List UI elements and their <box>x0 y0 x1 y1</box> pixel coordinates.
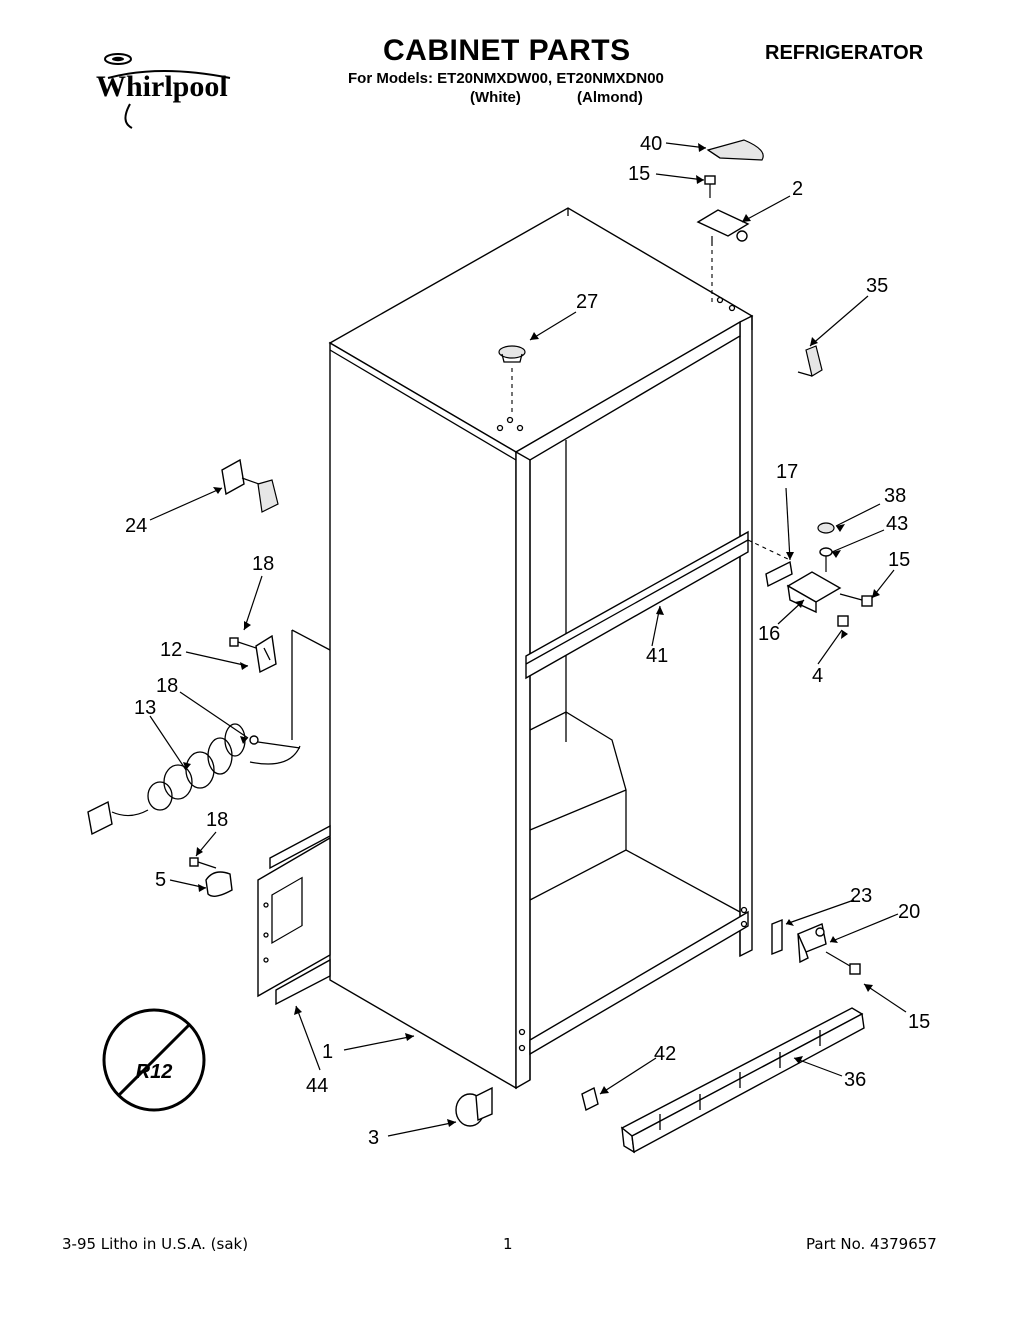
part-damper-control <box>221 458 279 513</box>
callout-18-a: 18 <box>252 553 274 575</box>
callout-18-c: 18 <box>206 809 228 831</box>
part-screw-top-hinge <box>704 175 716 198</box>
part-toe-grille <box>620 1007 865 1154</box>
callout-17: 17 <box>776 461 798 483</box>
callout-15-center: 15 <box>888 549 910 571</box>
back-panel-plate <box>257 824 331 1006</box>
callout-23: 23 <box>850 885 872 907</box>
callout-2: 2 <box>792 178 803 200</box>
callout-numbers: 40 15 2 35 27 24 17 38 43 15 18 16 41 12… <box>125 133 930 1149</box>
callout-4: 4 <box>812 665 823 687</box>
svg-text:Whirlpool: Whirlpool <box>96 70 228 103</box>
callout-13: 13 <box>134 697 156 719</box>
appliance-type: REFRIGERATOR <box>765 42 924 64</box>
callout-43: 43 <box>886 513 908 535</box>
callout-15-top: 15 <box>628 163 650 185</box>
callout-3: 3 <box>368 1127 379 1149</box>
part-cord-clamp <box>205 871 233 897</box>
part-bottom-hinge <box>797 923 827 964</box>
whirlpool-logo: Whirlpool <box>96 53 231 129</box>
footer-page-number: 1 <box>503 1235 513 1253</box>
part-top-hinge <box>696 209 750 306</box>
callout-16: 16 <box>758 623 780 645</box>
callout-24: 24 <box>125 515 147 537</box>
callout-44: 44 <box>306 1075 328 1097</box>
page-title: CABINET PARTS <box>383 34 631 67</box>
footer-print-info: 3-95 Litho in U.S.A. (sak) <box>62 1235 249 1253</box>
callout-35: 35 <box>866 275 888 297</box>
svg-text:R12: R12 <box>136 1061 173 1083</box>
variant-white: (White) <box>470 89 521 106</box>
part-power-cord <box>87 723 301 836</box>
r12-refrigerant-badge: R12 <box>102 1008 206 1112</box>
callout-40: 40 <box>640 133 662 155</box>
callout-36: 36 <box>844 1069 866 1091</box>
callout-1: 1 <box>322 1041 333 1063</box>
part-roller-assembly <box>455 1086 493 1127</box>
part-screw-5 <box>189 857 217 869</box>
part-screw-hinge <box>837 615 849 627</box>
callout-38: 38 <box>884 485 906 507</box>
part-screw-12 <box>229 637 257 649</box>
part-center-hinge <box>786 571 842 614</box>
part-grille-clip <box>581 1086 599 1112</box>
part-hinge-pin-cover <box>797 345 823 377</box>
part-screw-bottom-hinge <box>825 951 861 975</box>
part-cord-bracket <box>255 634 277 674</box>
callout-41: 41 <box>646 645 668 667</box>
leader-lines <box>149 142 907 1137</box>
callout-18-b: 18 <box>156 675 178 697</box>
model-numbers: For Models: ET20NMXDW00, ET20NMXDN00 <box>348 70 664 87</box>
part-screw-center-hinge <box>839 593 873 607</box>
part-washer <box>817 522 835 534</box>
cabinet-body <box>328 207 754 1090</box>
callout-27: 27 <box>576 291 598 313</box>
part-screw-13 <box>249 735 301 749</box>
callout-15-bottom: 15 <box>908 1011 930 1033</box>
callout-42: 42 <box>654 1043 676 1065</box>
part-bottom-hinge-shim <box>771 918 783 956</box>
footer-part-number: Part No. 4379657 <box>806 1235 937 1253</box>
callout-12: 12 <box>160 639 182 661</box>
part-plug-button <box>498 345 526 412</box>
part-hinge-cover <box>706 139 764 161</box>
variant-almond: (Almond) <box>577 89 643 106</box>
part-hinge-shim <box>747 539 793 588</box>
callout-5: 5 <box>155 869 166 891</box>
callout-20: 20 <box>898 901 920 923</box>
part-hinge-pin <box>819 547 833 572</box>
